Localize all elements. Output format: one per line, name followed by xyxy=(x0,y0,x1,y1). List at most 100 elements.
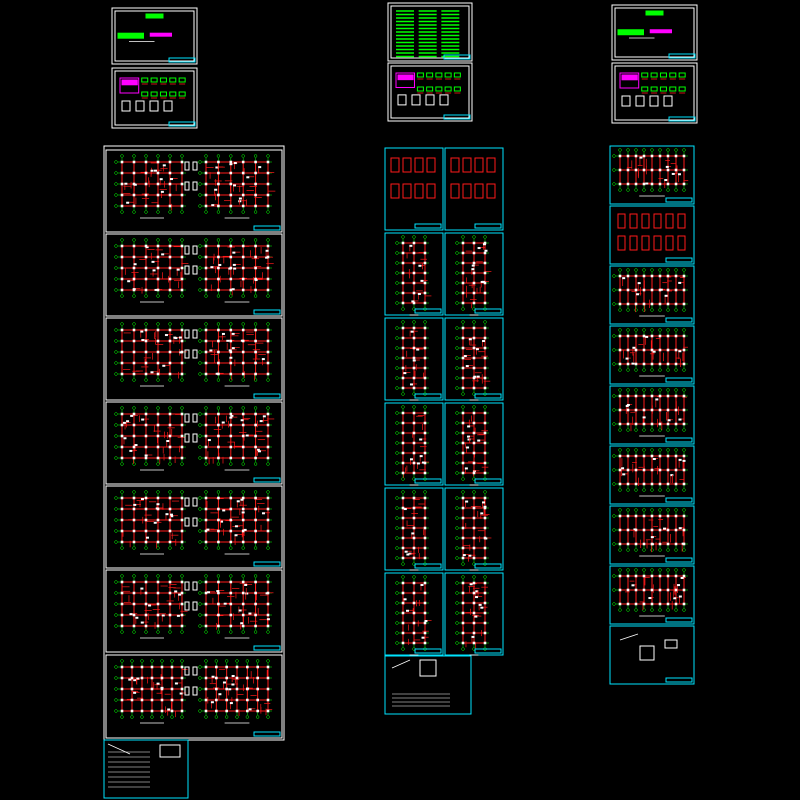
axis-bubble xyxy=(144,630,148,634)
column-node xyxy=(217,182,220,186)
axis-bubble xyxy=(455,461,459,465)
column-node xyxy=(144,350,148,354)
column-node xyxy=(144,591,148,595)
axis-bubble xyxy=(114,613,118,617)
axis-bubble xyxy=(612,588,616,592)
axis-bubble xyxy=(461,235,465,239)
axis-bubble xyxy=(674,308,678,312)
column-node xyxy=(483,611,487,615)
column-node xyxy=(204,339,208,343)
dimension-tag xyxy=(411,532,415,535)
dimension-tag xyxy=(231,347,235,350)
column-node xyxy=(120,350,124,354)
axis-bubble xyxy=(198,171,202,175)
dimension-tag xyxy=(468,338,472,341)
dimension-tag xyxy=(156,503,160,506)
column-node xyxy=(483,301,487,305)
column-node xyxy=(168,529,172,533)
column-middle-sheets[interactable] xyxy=(384,2,504,715)
column-left-sheets[interactable] xyxy=(103,7,285,799)
column-node xyxy=(168,372,172,376)
axis-bubble xyxy=(168,210,172,214)
column-node xyxy=(674,482,678,486)
foundation-detail xyxy=(629,235,638,251)
dimension-tag xyxy=(403,508,407,511)
column-node xyxy=(254,266,257,270)
axis-bubble xyxy=(114,182,118,186)
column-node xyxy=(642,514,646,518)
column-node xyxy=(650,422,654,426)
axis-bubble xyxy=(412,575,416,579)
axis-bubble xyxy=(642,328,646,332)
detail-thumb xyxy=(426,86,434,92)
column-node xyxy=(412,376,416,380)
column-node xyxy=(634,154,638,158)
axis-bubble xyxy=(461,405,465,409)
column-node xyxy=(217,540,220,544)
column-node xyxy=(650,394,654,398)
column-node xyxy=(461,326,465,330)
column-right-sheets[interactable] xyxy=(609,4,698,685)
column-node xyxy=(472,631,476,635)
column-node xyxy=(132,613,136,617)
axis-bubble xyxy=(401,477,405,481)
column-node xyxy=(204,624,208,628)
column-node xyxy=(217,434,220,438)
title-block xyxy=(665,317,693,323)
title-block xyxy=(414,563,442,569)
column-node xyxy=(168,412,172,416)
axis-bubble xyxy=(483,575,487,579)
column-node xyxy=(618,408,622,412)
column-node xyxy=(266,288,270,292)
column-node xyxy=(120,676,124,680)
column-node xyxy=(217,255,220,259)
detail-thumb xyxy=(659,72,667,78)
axis-bubble xyxy=(198,328,202,332)
column-node xyxy=(225,665,228,669)
detail-thumb xyxy=(453,72,461,78)
axis-bubble xyxy=(216,574,221,578)
axis-bubble xyxy=(198,613,202,617)
axis-bubble xyxy=(395,546,399,550)
column-node xyxy=(472,386,476,390)
column-node xyxy=(120,602,124,606)
column-node xyxy=(132,540,136,544)
dimension-tag xyxy=(218,263,222,266)
column-node xyxy=(229,456,233,460)
drawing-sheet-frame xyxy=(111,67,198,129)
dimension-tag xyxy=(424,620,428,623)
dimension-tag xyxy=(233,184,237,187)
column-node xyxy=(204,423,208,427)
column-node xyxy=(650,274,654,278)
detail-thumb xyxy=(650,86,658,92)
column-node xyxy=(120,529,124,533)
column-node xyxy=(461,601,465,605)
column-node xyxy=(642,302,646,306)
axis-bubble xyxy=(626,608,630,612)
dimension-tag xyxy=(248,612,252,615)
column-node xyxy=(168,602,172,606)
column-node xyxy=(674,168,678,172)
axis-bubble xyxy=(642,308,646,312)
axis-bubble xyxy=(156,490,160,494)
column-node xyxy=(160,709,164,713)
axis-bubble xyxy=(241,210,245,214)
dimension-tag xyxy=(174,590,178,593)
axis-bubble xyxy=(266,322,270,326)
column-node xyxy=(168,434,172,438)
dimension-tag xyxy=(484,249,488,252)
column-node xyxy=(634,482,638,486)
column-node xyxy=(483,581,487,585)
axis-bubble xyxy=(395,536,399,540)
column-node xyxy=(658,182,662,186)
axis-bubble xyxy=(650,148,654,152)
axis-bubble xyxy=(114,361,118,365)
column-node xyxy=(204,540,208,544)
column-node xyxy=(180,288,184,292)
plan-sheet-frame xyxy=(609,385,695,445)
axis-bubble xyxy=(120,294,124,298)
dimension-tag xyxy=(258,166,262,169)
axis-bubble xyxy=(229,322,233,326)
dimension-tag xyxy=(166,440,170,443)
